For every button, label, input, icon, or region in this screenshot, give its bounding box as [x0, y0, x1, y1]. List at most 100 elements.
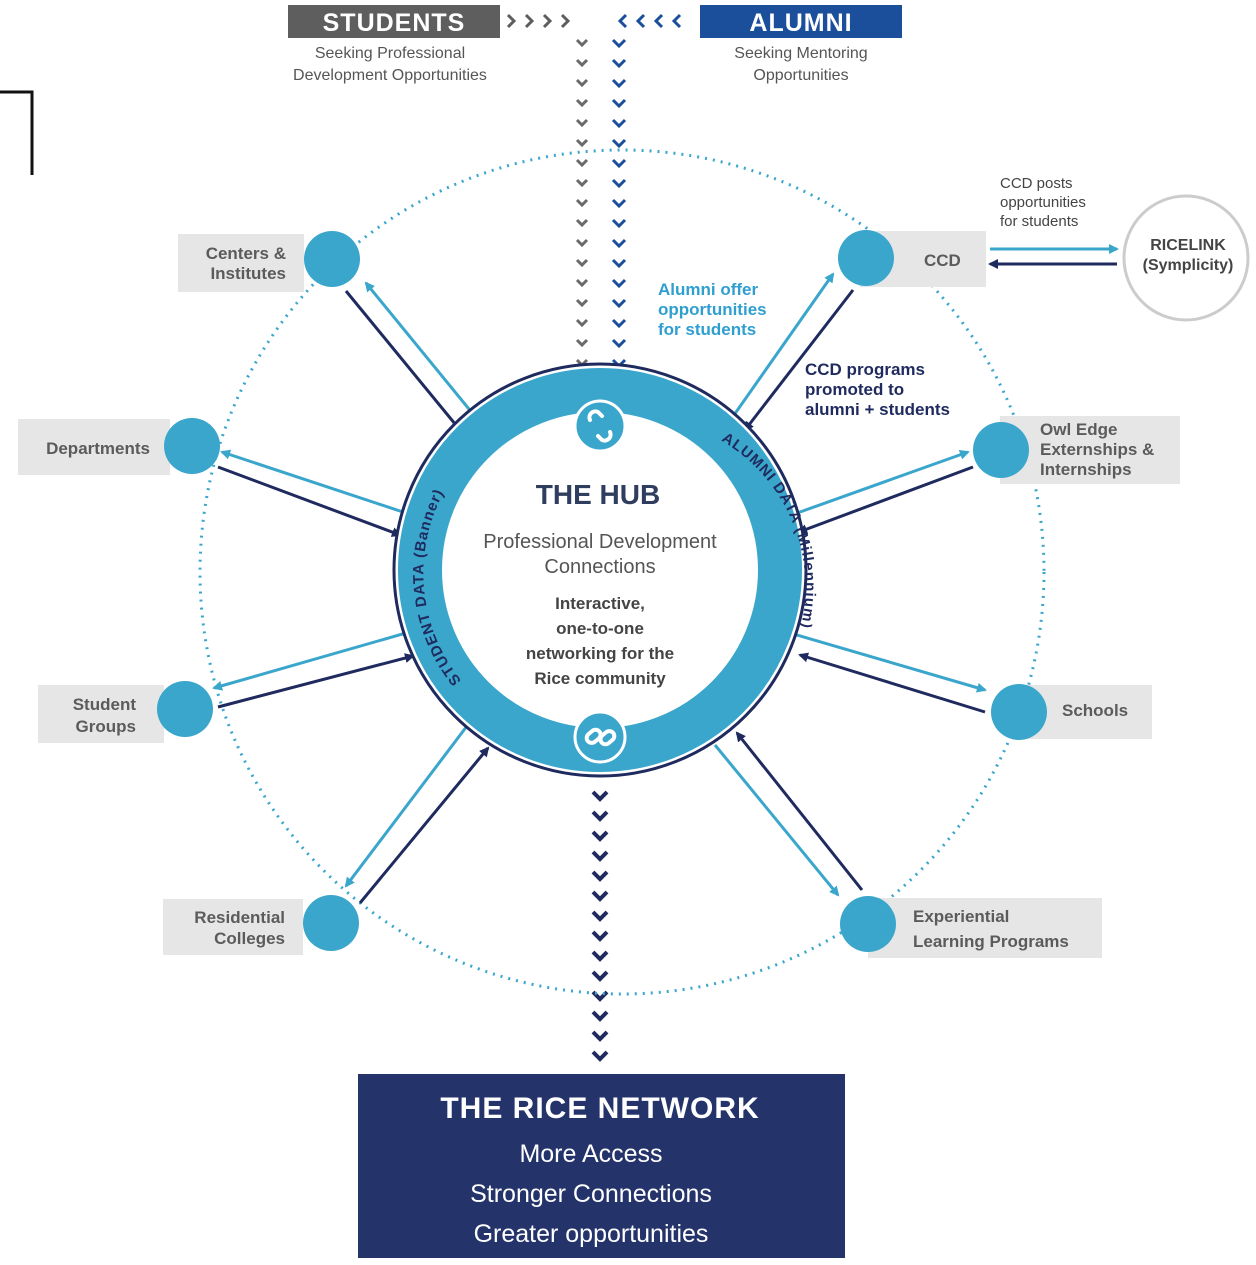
arrow-pair-departments — [217, 449, 413, 537]
alumni-header-chevrons — [617, 13, 682, 29]
hub-desc-line3: networking for the — [526, 644, 674, 663]
node-owl-edge — [973, 422, 1029, 478]
ricelink-note-line2: opportunities — [1000, 194, 1086, 211]
schools-label: Schools — [1062, 701, 1128, 720]
chevron-mark — [575, 38, 589, 48]
chevron-mark — [575, 78, 589, 88]
hub-inner-fill — [450, 420, 750, 720]
chevron-mark — [611, 238, 627, 249]
ricelink-label-line2: (Symplicity) — [1143, 257, 1234, 274]
chevron-mark — [611, 38, 627, 49]
chevron-mark — [575, 118, 589, 128]
hub-subtitle-line2: Connections — [544, 556, 655, 578]
chevron-mark — [575, 98, 589, 108]
rice-network-line3: Greater opportunities — [474, 1220, 709, 1248]
student-groups-box — [38, 685, 164, 743]
node-departments — [164, 418, 220, 474]
student-groups-label-line2: Groups — [76, 717, 136, 736]
owl-edge-box — [1000, 416, 1180, 484]
students-chevron-stream — [575, 38, 589, 368]
hub-desc-line2: one-to-one — [556, 619, 644, 638]
chevron-mark — [611, 158, 627, 169]
outer-dotted-circle — [198, 148, 1046, 996]
chevron-mark — [591, 910, 609, 922]
hub-desc-line4: Rice community — [534, 669, 666, 688]
chevron-mark — [575, 298, 589, 308]
centers-label-line2: Institutes — [210, 264, 286, 283]
ccd-programs-note-line2: promoted to — [805, 380, 904, 399]
alumni-offer-note-line2: opportunities — [658, 300, 767, 319]
chevron-mark — [575, 238, 589, 248]
network-chevron-stream — [591, 790, 609, 1062]
arrow-pair-centers — [344, 281, 484, 432]
arrow-pair-ricelink — [988, 244, 1119, 269]
arrow-pair-experiential — [713, 731, 864, 897]
alumni-subtext-line2: Opportunities — [753, 67, 848, 84]
alumni-offer-note-line3: for students — [658, 320, 756, 339]
alumni-chevron-stream — [611, 38, 627, 369]
ccd-label: CCD — [924, 251, 961, 270]
chevron-mark — [575, 338, 589, 348]
rice-network-line1: More Access — [519, 1140, 662, 1168]
chevron-mark — [591, 1010, 609, 1022]
experiential-label-line1: Experiential — [913, 907, 1009, 926]
ricelink-note-line3: for students — [1000, 213, 1078, 230]
alumni-header-box — [700, 5, 902, 38]
chevron-mark — [591, 1030, 609, 1042]
students-subtext-line1: Seeking Professional — [315, 45, 465, 62]
chain-link-icon — [584, 727, 617, 747]
chevron-mark — [611, 258, 627, 269]
chevron-mark — [575, 198, 589, 208]
experiential-box — [868, 898, 1102, 958]
alumni-subtext-line1: Seeking Mentoring — [734, 45, 867, 62]
chevron-mark — [591, 1050, 609, 1062]
chevron-mark — [591, 850, 609, 862]
node-ccd — [838, 230, 894, 286]
rice-network-line2: Stronger Connections — [470, 1180, 712, 1208]
chevron-mark — [575, 138, 589, 148]
ccd-programs-note-line3: alumni + students — [805, 400, 950, 419]
students-subtext-line2: Development Opportunities — [293, 67, 487, 84]
residential-label-line2: Colleges — [214, 929, 285, 948]
hub-title: THE HUB — [536, 479, 660, 510]
chevron-mark — [611, 78, 627, 89]
students-header-label: STUDENTS — [323, 9, 466, 37]
chevron-mark — [611, 278, 627, 289]
experiential-label-line2: Learning Programs — [913, 932, 1069, 951]
chevron-mark — [611, 98, 627, 109]
chevron-mark — [575, 318, 589, 328]
chevron-mark — [611, 338, 627, 349]
chevron-mark — [575, 178, 589, 188]
hub-subtitle-line1: Professional Development — [483, 531, 717, 553]
hub-desc-line1: Interactive, — [555, 594, 645, 613]
departments-label: Departments — [46, 439, 150, 458]
ricelink-label-line1: RICELINK — [1150, 237, 1226, 254]
ricelink-circle — [1122, 194, 1250, 322]
chevron-mark — [611, 298, 627, 309]
chevron-mark — [611, 198, 627, 209]
corner-bracket — [0, 90, 34, 175]
chevron-mark — [575, 258, 589, 268]
rice-network-title: THE RICE NETWORK — [440, 1092, 759, 1125]
chevron-mark — [611, 178, 627, 189]
students-header-chevrons — [506, 13, 571, 29]
node-experiential — [840, 896, 896, 952]
owl-edge-label-line1: Owl Edge — [1040, 420, 1117, 439]
node-residential — [303, 895, 359, 951]
chevron-mark — [575, 278, 589, 288]
chevron-mark — [591, 790, 609, 802]
arrow-pair-owl-edge — [785, 449, 974, 534]
arrow-pair-ccd — [725, 272, 855, 432]
chevron-mark — [575, 158, 589, 168]
node-centers — [304, 231, 360, 287]
chevron-mark — [575, 58, 589, 68]
arrow-pair-residential — [344, 721, 490, 904]
arrow-pair-schools — [789, 631, 987, 714]
chevron-mark — [611, 138, 627, 149]
chevron-mark — [611, 318, 627, 329]
chevron-mark — [591, 830, 609, 842]
residential-label-line1: Residential — [194, 908, 285, 927]
chevron-mark — [611, 218, 627, 229]
owl-edge-label-line3: Internships — [1040, 460, 1132, 479]
